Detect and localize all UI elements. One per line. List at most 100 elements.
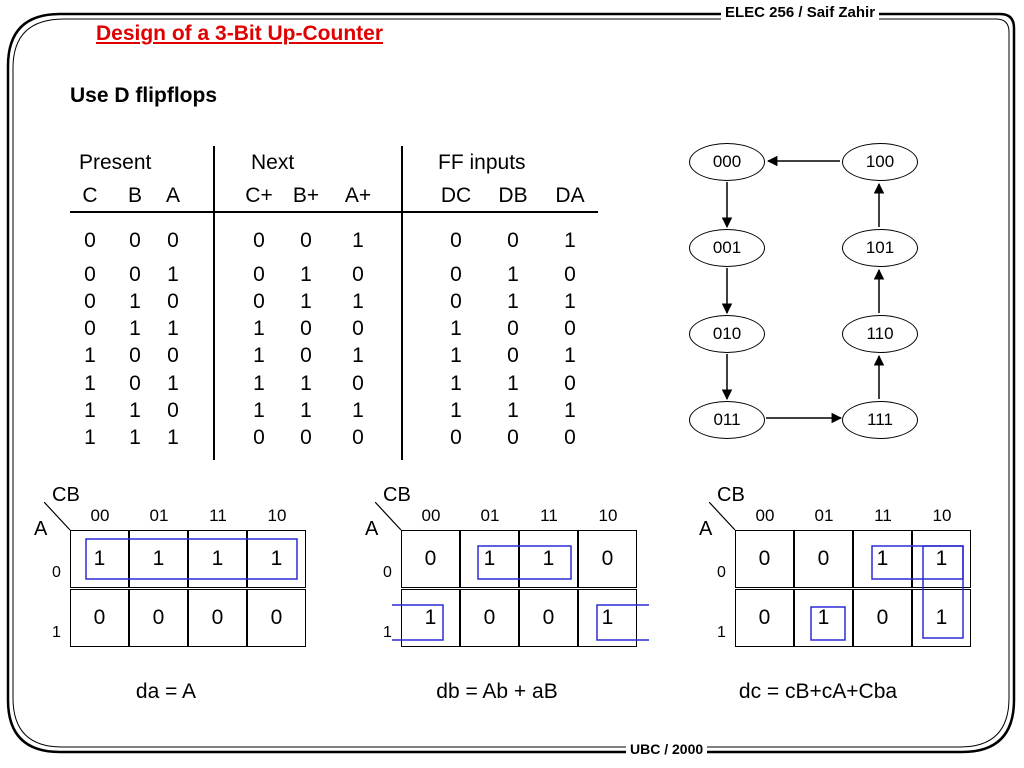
kmap-cell: 1 — [129, 530, 188, 588]
kmap-cell: 1 — [247, 530, 306, 588]
table-cell: 1 — [450, 399, 462, 422]
table-cell: 0 — [84, 317, 96, 340]
table-cell: 1 — [253, 344, 265, 367]
table-cell: 1 — [564, 229, 576, 252]
kmap-equation-dc: dc = cB+cA+Cba — [738, 680, 898, 703]
state-010: 010 — [689, 315, 765, 353]
dc-group-10-col — [922, 545, 964, 639]
table-cell: 1 — [507, 290, 519, 313]
table-cell: 0 — [564, 263, 576, 286]
kmap-cell: 1 — [578, 589, 637, 647]
column-header-c-next: C+ — [245, 184, 273, 207]
table-cell: 1 — [300, 290, 312, 313]
kmap-cell: 1 — [188, 530, 247, 588]
table-cell: 1 — [352, 399, 364, 422]
table-cell: 0 — [352, 317, 364, 340]
kmap-equation-db: db = Ab + aB — [436, 680, 558, 703]
kmap-cell: 0 — [401, 530, 460, 588]
kmap-cell: 0 — [247, 589, 306, 647]
kmap-cell: 0 — [460, 589, 519, 647]
group-header-next: Next — [251, 151, 295, 174]
kmap-cell: 0 — [853, 589, 912, 647]
kmap-row-label: 0 — [717, 564, 726, 581]
table-cell: 1 — [450, 317, 462, 340]
column-header-a: A — [165, 184, 180, 207]
kmap-cell: 0 — [70, 589, 129, 647]
table-cell: 1 — [167, 317, 179, 340]
table-cell: 1 — [167, 263, 179, 286]
table-cell: 0 — [564, 426, 576, 449]
table-cell: 1 — [129, 426, 141, 449]
table-cell: 0 — [84, 263, 96, 286]
table-cell: 0 — [167, 290, 179, 313]
table-cell: 1 — [507, 372, 519, 395]
kmap-row-label: 1 — [52, 624, 61, 641]
kmap-col-variable: CB — [383, 484, 411, 506]
kmap-row-label: 0 — [383, 564, 392, 581]
column-header-b-next: B+ — [292, 184, 320, 207]
state-001: 001 — [689, 229, 765, 267]
table-cell: 0 — [300, 426, 312, 449]
table-cell: 0 — [129, 229, 141, 252]
table-cell: 1 — [253, 372, 265, 395]
column-header-a-next: A+ — [344, 184, 372, 207]
state-111: 111 — [842, 401, 918, 439]
table-cell: 0 — [507, 344, 519, 367]
db-group-wrap-right — [596, 604, 649, 641]
table-cell: 0 — [507, 426, 519, 449]
table-cell: 1 — [84, 426, 96, 449]
table-cell: 1 — [84, 399, 96, 422]
table-cell: 1 — [507, 399, 519, 422]
table-cell: 0 — [253, 290, 265, 313]
table-cell: 1 — [564, 290, 576, 313]
table-cell: 0 — [253, 263, 265, 286]
table-cell: 0 — [129, 263, 141, 286]
group-header-ff-inputs: FF inputs — [438, 151, 526, 174]
kmap-cell: 1 — [912, 530, 971, 588]
table-cell: 1 — [507, 263, 519, 286]
table-cell: 0 — [507, 229, 519, 252]
column-header-db: DB — [498, 184, 528, 207]
kmap-cell: 0 — [188, 589, 247, 647]
table-cell: 0 — [300, 317, 312, 340]
kmap-column-label: 10 — [267, 506, 287, 525]
table-cell: 1 — [167, 426, 179, 449]
table-cell: 0 — [84, 290, 96, 313]
kmap-cell: 0 — [735, 589, 794, 647]
table-cell: 0 — [300, 229, 312, 252]
state-000: 000 — [689, 143, 765, 181]
table-cell: 1 — [564, 344, 576, 367]
table-cell: 0 — [450, 290, 462, 313]
table-cell: 0 — [167, 344, 179, 367]
kmap-cell: 1 — [519, 530, 578, 588]
table-cell: 0 — [129, 344, 141, 367]
table-cell: 0 — [352, 372, 364, 395]
kmap-column-label: 10 — [598, 506, 618, 525]
kmap-col-variable: CB — [717, 484, 745, 506]
course-header: ELEC 256 / Saif Zahir — [721, 4, 880, 21]
table-cell: 1 — [300, 399, 312, 422]
kmap-cell: 1 — [401, 589, 460, 647]
kmap-cell: 0 — [735, 530, 794, 588]
table-cell: 1 — [450, 372, 462, 395]
table-cell: 0 — [129, 372, 141, 395]
table-cell: 0 — [253, 426, 265, 449]
kmap-column-label: 10 — [932, 506, 952, 525]
kmap-column-label: 00 — [90, 506, 110, 525]
table-cell: 1 — [352, 290, 364, 313]
kmap-cell: 0 — [519, 589, 578, 647]
table-cell: 1 — [450, 344, 462, 367]
slide-title: Design of a 3-Bit Up-Counter — [96, 22, 383, 45]
kmap-cell: 0 — [578, 530, 637, 588]
table-cell: 1 — [564, 399, 576, 422]
table-cell: 0 — [300, 344, 312, 367]
kmap-column-label: 00 — [755, 506, 775, 525]
column-header-dc: DC — [440, 184, 472, 207]
table-cell: 0 — [564, 372, 576, 395]
table-cell: 0 — [450, 263, 462, 286]
kmap-cell: 0 — [129, 589, 188, 647]
table-cell: 1 — [129, 317, 141, 340]
